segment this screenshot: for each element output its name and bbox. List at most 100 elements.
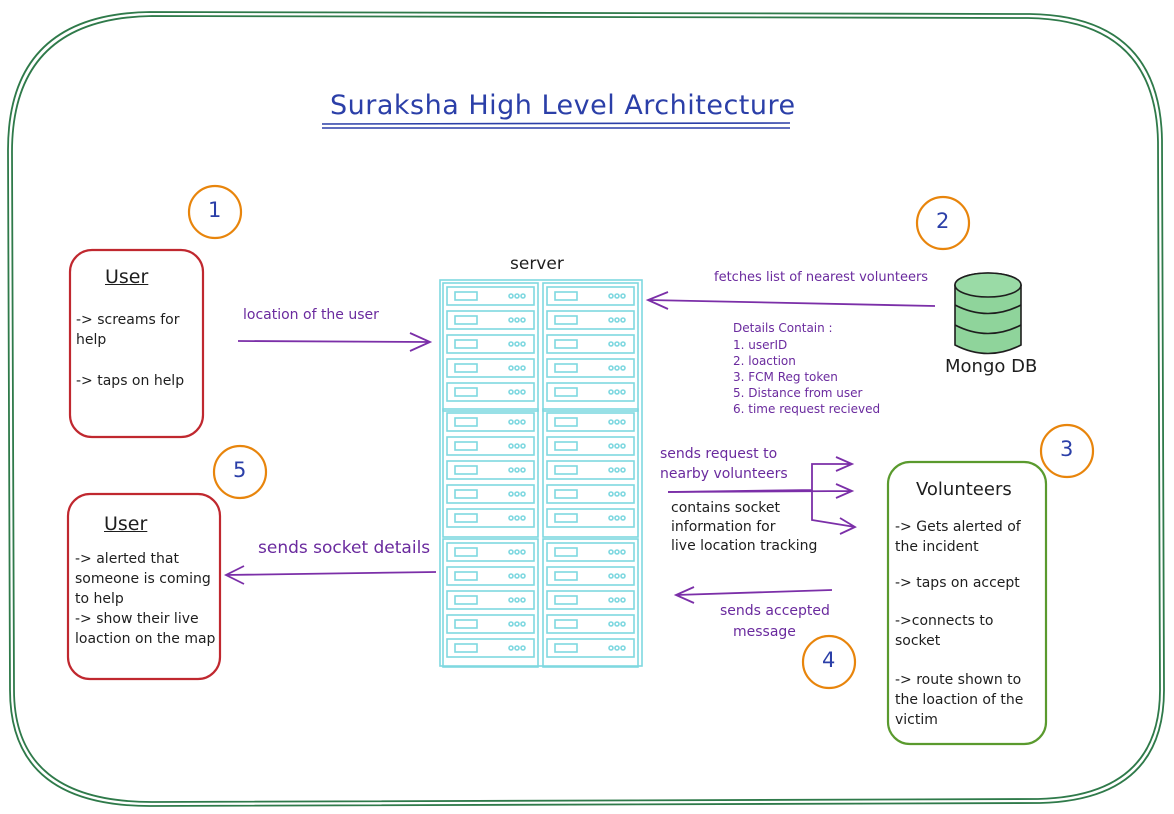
details-heading: Details Contain : bbox=[733, 321, 833, 335]
step-circle-2 bbox=[915, 195, 971, 251]
edge-accepted bbox=[673, 586, 833, 604]
step-number-5: 5 bbox=[233, 458, 247, 482]
server-light bbox=[620, 389, 626, 395]
server-light bbox=[514, 365, 520, 371]
details-item: 5. Distance from user bbox=[733, 386, 863, 400]
volunteers-box bbox=[886, 460, 1048, 746]
server-light bbox=[514, 645, 520, 651]
server-slot bbox=[454, 489, 478, 499]
server-unit bbox=[546, 590, 635, 610]
title-underline bbox=[321, 122, 791, 129]
volunteers-line-1: -> Gets alerted of the incident bbox=[895, 519, 1021, 555]
user-bottom-box bbox=[66, 492, 222, 681]
server-light bbox=[620, 621, 626, 627]
server-unit bbox=[446, 334, 535, 354]
step-circle-4 bbox=[801, 634, 857, 690]
server-light bbox=[608, 491, 614, 497]
server-light bbox=[520, 645, 526, 651]
server-light bbox=[620, 293, 626, 299]
outer-frame bbox=[7, 11, 1165, 807]
server-light bbox=[508, 341, 514, 347]
server-light bbox=[608, 293, 614, 299]
edge-label-socket-details: sends socket details bbox=[258, 538, 431, 558]
edge-request-b bbox=[667, 483, 855, 499]
server-light bbox=[614, 389, 620, 395]
server-rack-frame bbox=[542, 282, 639, 412]
server-slot bbox=[454, 387, 478, 397]
edge-label-accepted-1: sends accepted bbox=[720, 603, 830, 619]
server-light bbox=[614, 491, 620, 497]
step-number-1: 1 bbox=[208, 198, 222, 222]
volunteers-line-3: ->connects to socket bbox=[895, 613, 994, 649]
server-unit bbox=[546, 358, 635, 378]
server-slot bbox=[454, 339, 478, 349]
server-light bbox=[508, 389, 514, 395]
server-light bbox=[508, 419, 514, 425]
server-light bbox=[520, 621, 526, 627]
server-unit bbox=[546, 382, 635, 402]
server-light bbox=[514, 341, 520, 347]
server-light bbox=[608, 389, 614, 395]
server-light bbox=[620, 443, 626, 449]
server-unit bbox=[546, 508, 635, 528]
server-slot bbox=[554, 643, 578, 653]
server-light bbox=[620, 467, 626, 473]
server-light bbox=[520, 467, 526, 473]
server-light bbox=[508, 317, 514, 323]
server-slot bbox=[554, 363, 578, 373]
server-slot bbox=[554, 465, 578, 475]
details-item: 1. userID bbox=[733, 338, 788, 352]
edge-fetches bbox=[645, 291, 936, 310]
server-light bbox=[520, 389, 526, 395]
server-light bbox=[620, 573, 626, 579]
server-slot bbox=[554, 513, 578, 523]
diagram-title: Suraksha High Level Architecture bbox=[330, 90, 796, 121]
edge-location bbox=[237, 332, 433, 352]
server-light bbox=[514, 293, 520, 299]
server-slot bbox=[454, 363, 478, 373]
server-rack-frame bbox=[442, 408, 539, 538]
step-number-3: 3 bbox=[1060, 437, 1074, 461]
server-rack-frame bbox=[442, 538, 539, 668]
server-light bbox=[614, 621, 620, 627]
server-light bbox=[608, 549, 614, 555]
server-light bbox=[508, 443, 514, 449]
server-light bbox=[514, 443, 520, 449]
server-slot bbox=[454, 417, 478, 427]
server-light bbox=[608, 645, 614, 651]
server-light bbox=[620, 317, 626, 323]
server-light bbox=[520, 317, 526, 323]
server-slot bbox=[454, 315, 478, 325]
server-light bbox=[520, 549, 526, 555]
server-light bbox=[520, 341, 526, 347]
server-light bbox=[614, 549, 620, 555]
server-light bbox=[620, 549, 626, 555]
server-unit bbox=[546, 286, 635, 306]
server-light bbox=[508, 491, 514, 497]
server-light bbox=[608, 621, 614, 627]
server-slot bbox=[554, 387, 578, 397]
user-bottom-line-2: -> show their live loaction on the map bbox=[75, 611, 216, 647]
user-top-line-2: -> taps on help bbox=[76, 373, 185, 389]
server-light bbox=[608, 365, 614, 371]
server-unit bbox=[546, 436, 635, 456]
server-light bbox=[614, 365, 620, 371]
server-unit bbox=[546, 460, 635, 480]
server-light bbox=[520, 443, 526, 449]
details-item: 3. FCM Reg token bbox=[733, 370, 838, 384]
server-unit bbox=[546, 310, 635, 330]
edge-label-contains-3: live location tracking bbox=[671, 538, 818, 554]
server-light bbox=[614, 341, 620, 347]
server-light bbox=[520, 515, 526, 521]
server-light bbox=[508, 549, 514, 555]
server-unit bbox=[446, 638, 535, 658]
server-light bbox=[608, 597, 614, 603]
edge-label-fetches: fetches list of nearest volunteers bbox=[714, 270, 929, 285]
server-unit bbox=[446, 508, 535, 528]
user-bottom-line-1: -> alerted that someone is coming to hel… bbox=[75, 551, 211, 607]
server-label: server bbox=[510, 254, 564, 274]
server-unit bbox=[546, 566, 635, 586]
server-light bbox=[514, 419, 520, 425]
server-light bbox=[620, 597, 626, 603]
mongo-db-icon bbox=[954, 272, 1022, 355]
